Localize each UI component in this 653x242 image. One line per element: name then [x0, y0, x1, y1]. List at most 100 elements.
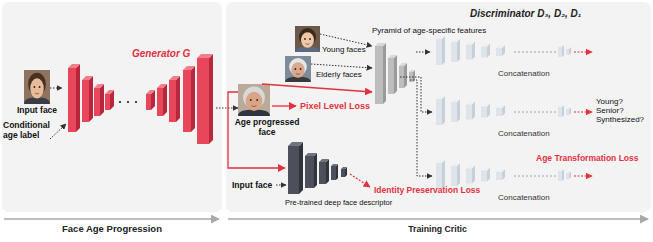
layer-block — [436, 36, 445, 65]
input-label: Input face — [232, 181, 278, 191]
text-slot: Concatenation — [498, 69, 558, 78]
block-top — [105, 90, 114, 94]
block-front — [375, 46, 383, 104]
feature-link — [400, 77, 432, 112]
block-top — [566, 171, 571, 173]
layer-block — [197, 54, 213, 144]
block-top — [481, 104, 490, 107]
block-front — [197, 58, 209, 144]
text-slot: Age progressed face — [232, 118, 302, 138]
layer-block — [466, 42, 475, 60]
block-side — [457, 163, 460, 186]
ellipsis-dot — [127, 101, 129, 103]
mouth — [251, 105, 256, 107]
eye — [304, 38, 306, 40]
shoulders — [24, 97, 50, 104]
loss-label: Age Transformation Loss — [536, 154, 648, 164]
block-front — [466, 169, 472, 184]
block-side — [562, 45, 564, 57]
face-photo: Age progressed face — [238, 84, 270, 116]
block-side — [345, 167, 347, 177]
text-slot: Young faces — [322, 45, 372, 54]
block-top — [146, 90, 155, 94]
stage-panel: Face Age ProgressionInput faceGenerator … — [2, 2, 222, 212]
block-front — [409, 72, 413, 82]
hair — [243, 87, 265, 109]
block-front — [105, 94, 110, 110]
layer-block — [496, 45, 505, 56]
layer-block — [146, 90, 155, 110]
block-front — [319, 162, 326, 184]
data-flow-arrow — [50, 88, 62, 89]
block-front — [451, 102, 457, 122]
block-front — [305, 156, 314, 188]
block-top — [496, 169, 505, 172]
block-front — [331, 166, 336, 180]
block-top — [496, 45, 505, 48]
block-front — [466, 105, 472, 120]
block-front — [496, 108, 502, 116]
loss-label: Pixel Level Loss — [300, 101, 380, 111]
discriminator-network: Discriminator D₃, D₂, D₁ — [430, 8, 596, 205]
text-slot: Conditional age label — [3, 121, 59, 141]
block-front — [146, 94, 151, 110]
block-front — [436, 39, 442, 65]
eye — [309, 38, 311, 40]
block-side — [326, 159, 329, 184]
block-front — [481, 107, 487, 118]
stage-panel: Training CriticAge progressed faceYoung … — [226, 2, 651, 212]
block-top — [183, 66, 195, 70]
layer-block — [94, 84, 104, 116]
text-slot: Discriminator D₃, D₂, D₁ — [470, 8, 600, 20]
block-side — [472, 166, 475, 184]
layer-block — [169, 76, 180, 122]
block-top — [436, 36, 445, 39]
block-top — [375, 43, 386, 46]
operation-label: Concatenation — [498, 193, 558, 202]
photo-ground — [24, 70, 50, 104]
text-slot: Concatenation — [498, 129, 558, 138]
text-slot: Young? Senior? Synthesized? — [596, 97, 650, 125]
node-label: Face Age Progression — [2, 224, 222, 235]
shoulders — [285, 77, 311, 82]
face-photo: Young faces — [295, 26, 320, 52]
block-side — [191, 66, 195, 132]
text-slot: Pixel Level Loss — [300, 101, 380, 111]
block-top — [466, 102, 475, 105]
eye — [250, 99, 252, 101]
layer-block — [399, 63, 407, 88]
block-side — [89, 76, 93, 122]
face-picture — [238, 84, 270, 116]
block-side — [442, 96, 445, 125]
input-arrow — [276, 185, 286, 186]
node-label: Age progressed face — [232, 118, 302, 138]
face-skin — [291, 62, 305, 78]
loss-arrow — [574, 51, 592, 52]
block-front — [288, 146, 299, 194]
block-side — [569, 171, 571, 179]
block-top — [169, 76, 180, 80]
layer-block — [436, 160, 445, 189]
face-skin — [30, 78, 44, 98]
mouth — [35, 93, 39, 95]
block-top — [68, 64, 80, 68]
output-question: Young? Senior? Synthesized? — [596, 97, 650, 125]
layer-block — [481, 168, 490, 182]
block-front — [82, 80, 89, 122]
block-top — [388, 55, 397, 58]
text-slot: Age Transformation Loss — [536, 154, 648, 164]
block-front — [94, 88, 100, 116]
block-top — [341, 167, 347, 169]
block-top — [82, 76, 93, 80]
layer-block — [105, 90, 114, 110]
eye — [300, 68, 302, 70]
block-front — [558, 171, 562, 181]
block-side — [163, 84, 167, 116]
photo-ground — [295, 26, 320, 52]
block-side — [562, 169, 564, 181]
block-front — [388, 58, 394, 94]
face-picture — [24, 70, 50, 104]
block-side — [457, 39, 460, 62]
block-side — [176, 76, 180, 122]
